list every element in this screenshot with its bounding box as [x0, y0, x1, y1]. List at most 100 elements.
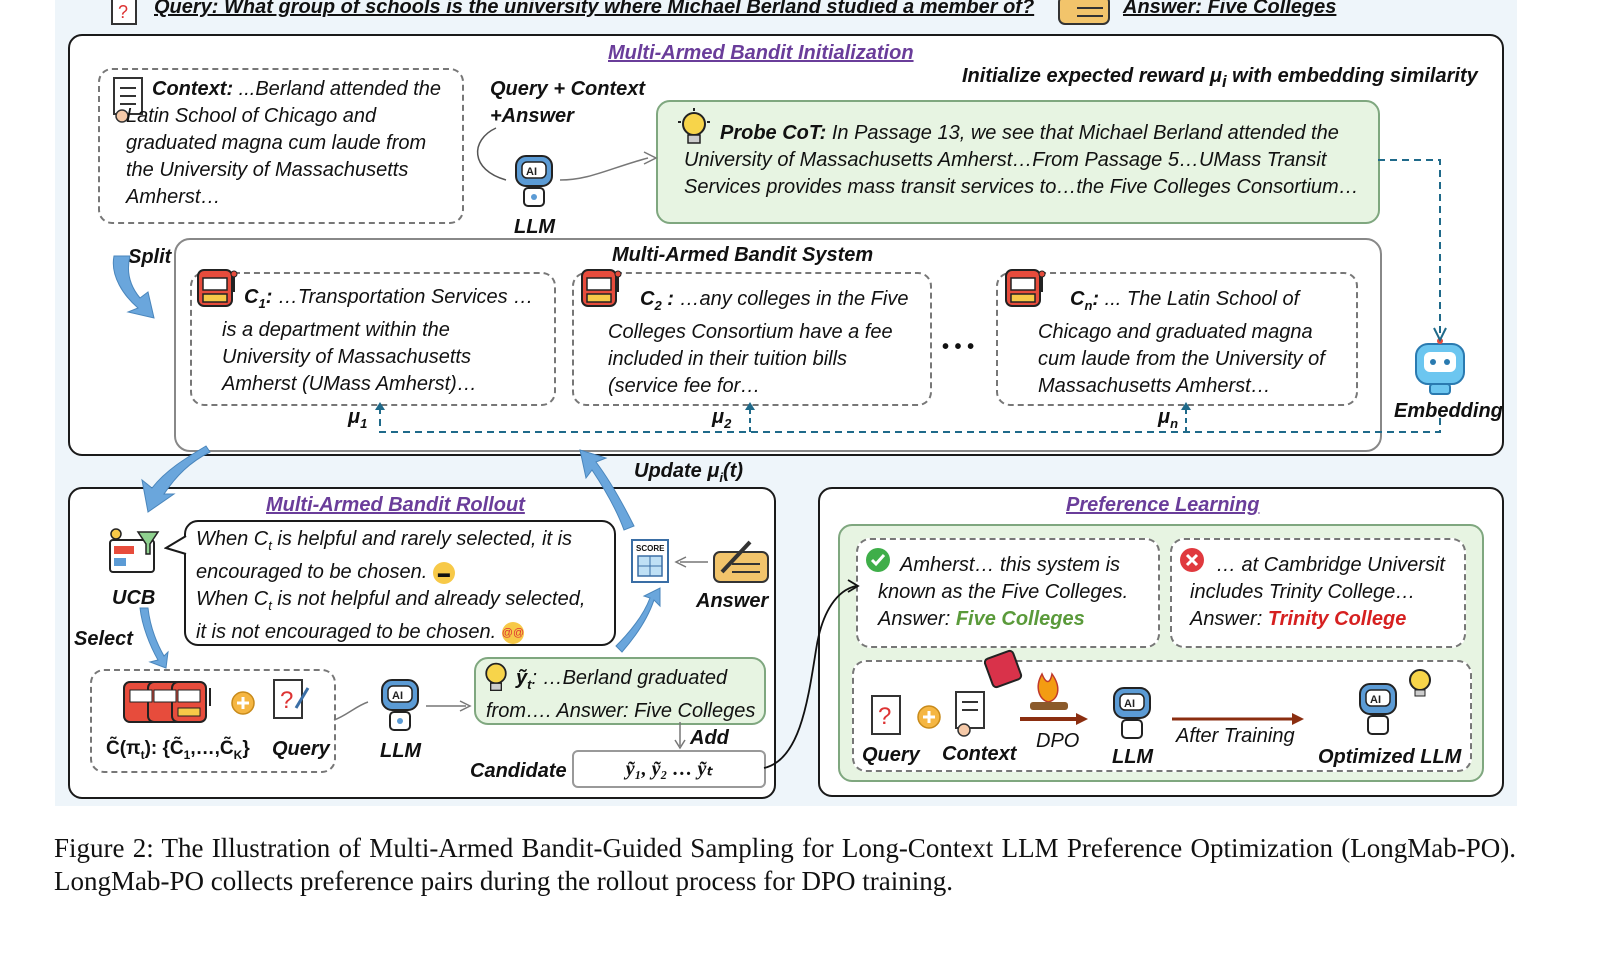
slot-machine-icon — [197, 269, 238, 307]
mu-label-1: μ1 — [348, 406, 368, 431]
answer-pen-icon — [1058, 0, 1110, 25]
context-doc-icon — [113, 77, 143, 123]
optimized-llm-robot-icon: AI — [1359, 669, 1431, 735]
dpo-label: DPO — [1036, 730, 1080, 752]
arm-text-1: C1: …Transportation Services … is a depa… — [222, 284, 542, 398]
init-reward-rest: with embedding similarity — [1226, 65, 1478, 87]
llm-robot-icon: AI — [381, 679, 419, 731]
yt-box: ỹt: …Berland graduated from…. Answer: Fi… — [474, 657, 766, 725]
svg-text:?: ? — [878, 703, 891, 730]
arm-label-2: C2 : — [640, 288, 674, 313]
arm-body-1: …Transportation Services … is a departme… — [222, 286, 534, 395]
selected-slot-machines-icon — [123, 681, 211, 723]
candidate-box: ỹ₁, ỹ₂ … ỹₜ — [572, 750, 766, 788]
x-circle-icon — [1180, 548, 1204, 572]
query-doc-icon: ? — [111, 0, 137, 25]
rejected-body: … at Cambridge Universit includes Trinit… — [1190, 554, 1445, 603]
context-box: Context: ...Berland attended the Latin S… — [98, 68, 464, 224]
after-training-arrow — [1172, 713, 1304, 725]
answer-header-text: Answer: Five Colleges — [1123, 0, 1337, 18]
score-icon-text: SCORE — [636, 544, 665, 553]
arm-body-2: …any colleges in the Five Colleges Conso… — [608, 288, 909, 397]
ucb-speech-bubble: When Ct is helpful and rarely selected, … — [184, 520, 616, 646]
query-context-answer-label: Query + Context +Answer — [490, 78, 646, 127]
query-label-rollout: Query — [272, 738, 330, 760]
arm-box-2: C2 : …any colleges in the Five Colleges … — [572, 272, 932, 406]
init-reward-sub: i — [1221, 72, 1227, 91]
context-doc-icon — [955, 691, 985, 737]
arm-box-1: C1: …Transportation Services … is a depa… — [190, 272, 556, 406]
chosen-answer-line: Answer: Five Colleges — [878, 608, 1085, 630]
yt-text: ỹt: …Berland graduated from…. Answer: Fi… — [486, 665, 762, 725]
context-label: Context: — [152, 78, 234, 100]
ucb-dashboard-icon — [109, 528, 160, 573]
arm-text-n: Cn: ... The Latin School of Chicago and … — [1038, 286, 1348, 400]
ucb-bubble-text: When Ct is helpful and rarely selected, … — [196, 526, 610, 646]
plus-circle-icon — [231, 691, 255, 715]
optimized-llm-label: Optimized LLM — [1318, 746, 1462, 768]
init-reward-main: Initialize expected reward μ — [962, 65, 1222, 87]
arms-ellipsis: • • • — [942, 336, 975, 358]
chosen-body: Amherst… this system is known as the Fiv… — [878, 554, 1129, 603]
add-label: Add — [690, 727, 729, 749]
check-circle-icon — [866, 548, 890, 572]
rejected-answer-line: Answer: Trinity College — [1190, 608, 1407, 630]
query-doc-icon: ? — [871, 695, 901, 735]
arm-body-n: ... The Latin School of Chicago and grad… — [1038, 288, 1325, 397]
bubble-tail — [164, 535, 187, 555]
lightbulb-icon — [678, 108, 710, 144]
context-label-pref: Context — [942, 743, 1017, 765]
fuel-can-fire-icon — [984, 649, 1068, 710]
update-label: Update μi(t) — [634, 460, 744, 485]
candidate-set: ỹ₁, ỹ₂ … ỹₜ — [625, 758, 713, 780]
score-board-icon — [631, 539, 669, 583]
slot-machine-icon — [1005, 269, 1046, 307]
query-header-text: Query: What group of schools is the univ… — [154, 0, 1035, 18]
pref-title: Preference Learning — [1066, 494, 1260, 516]
cool-face-icon: ▬ — [432, 561, 455, 584]
plus-circle-icon — [917, 705, 941, 729]
yt-body: : …Berland graduated from…. Answer: Five… — [486, 667, 756, 722]
svg-text:?: ? — [280, 687, 293, 714]
rollout-title: Multi-Armed Bandit Rollout — [266, 494, 525, 516]
ucb-line-1: When Ct is helpful and rarely selected, … — [196, 528, 573, 553]
yt-label: ỹt — [516, 667, 532, 692]
probe-cot-box: Probe CoT: In Passage 13, we see that Mi… — [656, 100, 1380, 224]
svg-text:AI: AI — [1370, 694, 1381, 706]
rejected-box: … at Cambridge Universit includes Trinit… — [1170, 538, 1466, 648]
answer-pen-icon — [713, 540, 769, 583]
llm-robot-icon: AI — [515, 155, 553, 207]
probe-cot-text: Probe CoT: In Passage 13, we see that Mi… — [684, 120, 1364, 201]
query-label-pref: Query — [862, 744, 920, 766]
figure-caption: Figure 2: The Illustration of Multi-Arme… — [54, 833, 1516, 896]
dpo-arrow — [1020, 713, 1088, 725]
svg-text:AI: AI — [1124, 698, 1135, 710]
after-training-label: After Training — [1176, 725, 1295, 747]
lightbulb-icon — [485, 662, 507, 691]
ucb-label: UCB — [112, 587, 156, 609]
select-label: Select — [74, 628, 133, 650]
split-label: Split — [128, 246, 172, 268]
mu-label-2: μ2 — [712, 406, 732, 431]
query-doc-icon: ? — [273, 679, 310, 719]
context-body: ...Berland attended the Latin School of … — [126, 78, 442, 208]
rejected-text: … at Cambridge Universit includes Trinit… — [1190, 552, 1462, 633]
arm-label-1: C1: — [244, 286, 273, 311]
ucb-line-4: it is not encouraged to be chosen. @@ — [196, 621, 525, 644]
arm-text-2: C2 : …any colleges in the Five Colleges … — [608, 286, 918, 400]
llm-label-rollout: LLM — [380, 740, 422, 762]
arm-box-n: Cn: ... The Latin School of Chicago and … — [996, 272, 1358, 406]
llm-label-pref: LLM — [1112, 746, 1154, 768]
context-text: Context: ...Berland attended the Latin S… — [126, 76, 456, 211]
probe-body: In Passage 13, we see that Michael Berla… — [684, 122, 1359, 198]
svg-text:AI: AI — [392, 690, 403, 702]
chosen-box: Amherst… this system is known as the Fiv… — [856, 538, 1160, 648]
arms-set-label: C̃(πt): {C̃1,…,C̃K} — [106, 738, 250, 762]
llm-robot-icon: AI — [1113, 687, 1151, 739]
bandit-system-title: Multi-Armed Bandit System — [612, 244, 874, 266]
answer-label-rollout: Answer — [696, 590, 769, 612]
mu-label-n: μn — [1158, 406, 1179, 431]
probe-label: Probe CoT: — [720, 122, 827, 144]
ucb-line-2: encouraged to be chosen. ▬ — [196, 559, 610, 586]
svg-text:?: ? — [118, 2, 128, 22]
